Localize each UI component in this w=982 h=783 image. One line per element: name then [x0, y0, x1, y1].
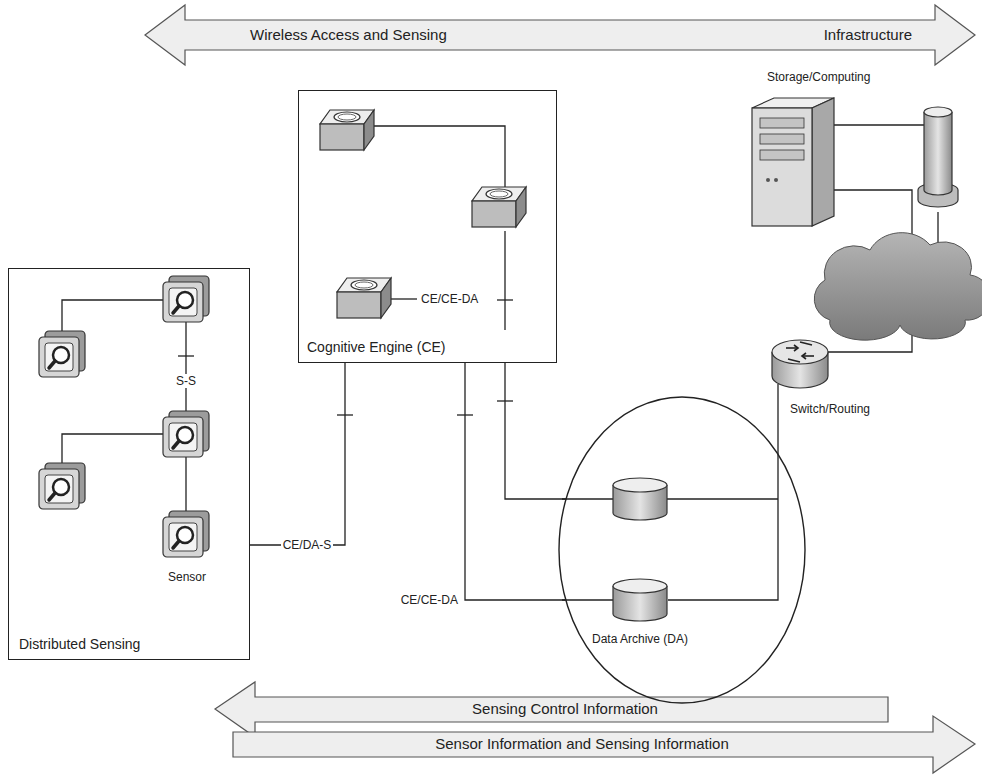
- storage-node: Storage/Computing: [745, 70, 880, 230]
- archive-cylinder: [613, 478, 667, 520]
- sensor-icon: [163, 511, 209, 557]
- engine-device: [472, 187, 526, 227]
- sensor-icon: [163, 276, 209, 322]
- span-label: Infrastructure: [824, 26, 912, 44]
- sensor-icon: [39, 463, 85, 509]
- network-cloud: [814, 233, 982, 340]
- node-label: Switch/Routing: [790, 402, 870, 416]
- flow-label: Sensing Control Information: [472, 700, 658, 718]
- node-label: Storage/Computing: [767, 70, 870, 84]
- connector: [505, 363, 566, 499]
- engine-box: Cognitive Engine (CE): [298, 90, 557, 363]
- ellipse-outline: [557, 395, 807, 705]
- interface-label: CE/DA-S: [281, 538, 334, 552]
- connector: [250, 363, 345, 545]
- sensor-icon: [163, 411, 209, 457]
- engine-device: [320, 110, 374, 150]
- node-label: Cognitive Engine (CE): [307, 339, 446, 356]
- switch-icon: [772, 340, 828, 388]
- sensor-node: Sensor: [151, 506, 223, 586]
- engine-device: [337, 278, 391, 318]
- sensor-icon: [39, 331, 85, 377]
- flow-label: Sensor Information and Sensing Informati…: [435, 735, 729, 753]
- switch-node: Switch/Routing: [770, 338, 870, 428]
- archive-ellipse: Data Archive (DA): [557, 395, 807, 705]
- node-label: Distributed Sensing: [19, 636, 140, 653]
- information-arrow: [233, 716, 975, 773]
- server-icon: [752, 98, 834, 226]
- connector: [668, 384, 778, 600]
- interface-label: CE/CE-DA: [421, 292, 478, 306]
- ellipse-outline: [559, 397, 805, 703]
- node-label: Data Archive (DA): [592, 632, 688, 646]
- storage-tower: [918, 107, 958, 207]
- archive-cylinder: [613, 579, 667, 621]
- sensing-box: Distributed Sensing Sensor: [8, 268, 250, 660]
- span-label: Wireless Access and Sensing: [250, 26, 447, 44]
- interface-label: CE/CE-DA: [399, 593, 460, 607]
- connector: [465, 363, 566, 600]
- interface-label: S-S: [174, 374, 198, 388]
- archive-wiring: [562, 499, 778, 600]
- span-arrow: [145, 5, 975, 65]
- node-label: Sensor: [168, 570, 206, 584]
- ce-wiring: [337, 126, 513, 415]
- control-arrow: [215, 682, 888, 737]
